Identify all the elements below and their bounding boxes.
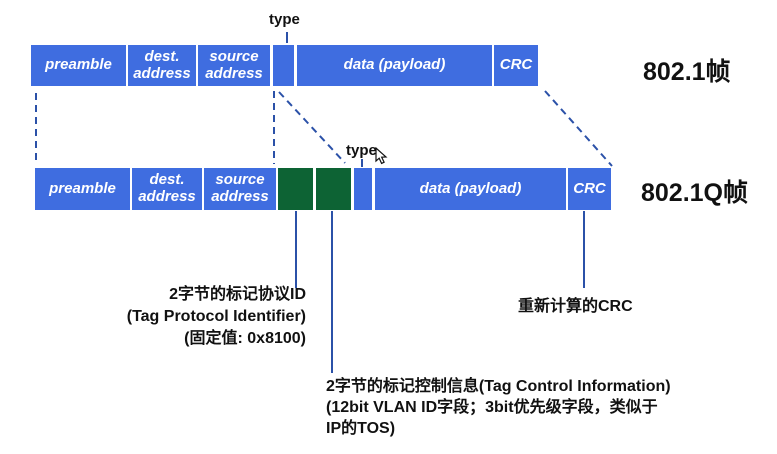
type-label-bottom: type [346, 142, 377, 159]
field-data-payload: data (payload) [297, 45, 492, 86]
field-type [354, 168, 372, 210]
field-preamble: preamble [35, 168, 130, 210]
annotation-tag-control-information: 2字节的标记控制信息(Tag Control Information) (12b… [326, 376, 756, 439]
annotation-line: (12bit VLAN ID字段；3bit优先级字段，类似于 [326, 399, 658, 416]
mouse-cursor-icon [375, 147, 388, 165]
field-source-address: source address [204, 168, 276, 210]
annotation-line: 2字节的标记协议ID [169, 286, 306, 303]
type-label-top: type [269, 11, 300, 28]
annotation-recomputed-crc: 重新计算的CRC [518, 298, 633, 315]
field-source-address: source address [198, 45, 270, 86]
dashed-line-crc-diagonal [544, 90, 613, 167]
dashed-line-type-diagonal [278, 91, 346, 164]
frame-title-802-1: 802.1帧 [643, 58, 731, 86]
annotation-line: IP的TOS) [326, 420, 396, 437]
frame-802-1: preamble dest. address source address da… [31, 45, 538, 86]
field-tci-tag [316, 168, 351, 210]
field-dest-address: dest. address [132, 168, 202, 210]
field-preamble: preamble [31, 45, 126, 86]
field-crc: CRC [568, 168, 611, 210]
field-data-payload: data (payload) [375, 168, 566, 210]
annotation-line: (固定值: 0x8100) [184, 330, 306, 347]
annotation-line: (Tag Protocol Identifier) [126, 308, 306, 325]
frame-title-802-1q: 802.1Q帧 [641, 179, 749, 207]
field-dest-address: dest. address [128, 45, 196, 86]
frame-802-1q: preamble dest. address source address da… [35, 168, 611, 210]
field-crc: CRC [494, 45, 538, 86]
field-type [273, 45, 294, 86]
field-tpid-tag [278, 168, 313, 210]
annotation-tag-protocol-identifier: 2字节的标记协议ID (Tag Protocol Identifier) (固定… [96, 284, 306, 350]
annotation-line: 2字节的标记控制信息(Tag Control Information) [326, 378, 671, 395]
